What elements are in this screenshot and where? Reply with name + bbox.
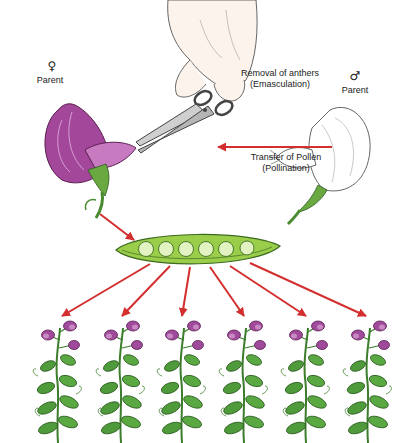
symbol-label: ♂ bbox=[347, 70, 363, 83]
step-label: Transfer of Pollen (Pollination) bbox=[238, 152, 334, 174]
pea-plant bbox=[281, 321, 329, 443]
offspring-arrow bbox=[122, 266, 170, 316]
female-flower bbox=[45, 104, 136, 218]
step-label: Removal of anthers (Emasculation) bbox=[232, 68, 328, 90]
pea-plant bbox=[33, 321, 81, 443]
hand-with-scissors bbox=[136, 0, 257, 153]
part-label: Parent bbox=[30, 75, 70, 86]
process-arrows bbox=[62, 147, 366, 316]
part-label: Parent bbox=[335, 85, 375, 96]
offspring-arrow bbox=[182, 267, 190, 316]
pea-plant bbox=[157, 321, 205, 443]
offspring-arrow bbox=[62, 264, 150, 316]
pea-plant bbox=[343, 321, 391, 443]
symbol-label: ♀ bbox=[44, 60, 60, 73]
offspring-arrow bbox=[210, 267, 244, 316]
pea-plant bbox=[96, 321, 144, 443]
pea-plant bbox=[219, 321, 267, 443]
offspring-arrow bbox=[230, 266, 306, 316]
offspring-plants bbox=[33, 321, 391, 443]
pollination-arrow bbox=[218, 146, 332, 148]
fruit-arrow bbox=[100, 214, 134, 240]
pea-pod bbox=[116, 234, 280, 263]
offspring-arrow bbox=[250, 263, 366, 316]
